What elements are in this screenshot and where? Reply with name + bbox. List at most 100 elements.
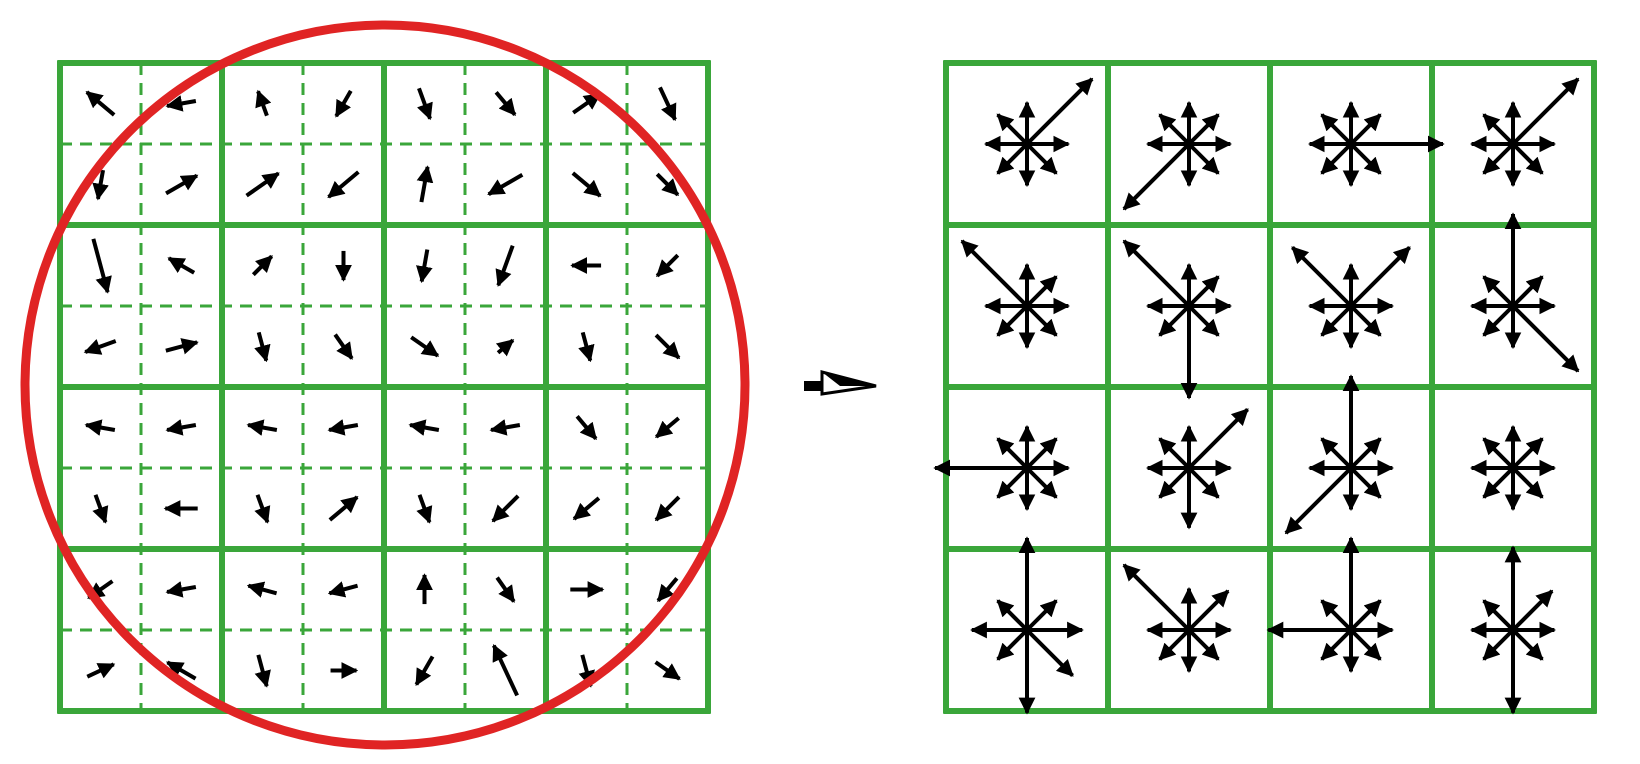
gradient-arrow [654, 333, 681, 360]
gradient-arrow [166, 660, 197, 681]
gradient-arrow [655, 416, 680, 439]
gradient-arrow [408, 419, 440, 436]
orientation-bin-arrow [1187, 589, 1230, 632]
gradient-arrow [254, 654, 271, 688]
orientation-bin-arrow [1187, 275, 1220, 308]
orientation-bin-arrow [1291, 246, 1353, 308]
gradient-arrow [327, 419, 359, 436]
orientation-bin-arrow [1482, 437, 1515, 470]
gradient-arrow [416, 165, 434, 203]
orientation-bin-arrow [1482, 304, 1515, 337]
orientation-bin-arrow [1025, 77, 1094, 146]
orientation-bin-arrow [1482, 275, 1515, 308]
gradient-arrow [655, 253, 680, 278]
orientation-bin-arrow [996, 599, 1029, 632]
orientation-bin-arrow [1320, 437, 1353, 470]
gradient-arrow [246, 419, 278, 436]
gradient-arrow [416, 249, 433, 284]
orientation-bin-arrow [1349, 304, 1382, 337]
orientation-bin-arrow [1349, 599, 1382, 632]
orientation-bin-arrow [1025, 437, 1058, 470]
orientation-bin-arrow [1511, 589, 1554, 632]
gradient-arrow [495, 576, 516, 603]
orientation-bin-arrow [1187, 142, 1220, 175]
gradient-arrow [495, 245, 515, 287]
orientation-bin-arrow [1511, 466, 1544, 499]
gradient-arrow [416, 494, 433, 524]
orientation-bin-arrow [1482, 142, 1515, 175]
orientation-bin-arrow [1158, 466, 1191, 499]
gradient-arrow [492, 644, 519, 697]
gradient-arrow [165, 95, 197, 112]
gaussian-window-circle [20, 20, 750, 750]
orientation-bin-arrow [1482, 113, 1515, 146]
gradient-arrow [246, 581, 278, 598]
gradient-arrow [165, 338, 199, 355]
gradient-arrow [658, 86, 677, 122]
orientation-bin-arrow [1025, 142, 1058, 175]
orientation-bin-arrow [1122, 239, 1191, 308]
orientation-bin-arrow [1482, 628, 1515, 661]
gradient-arrow [251, 254, 274, 277]
gradient-arrow [254, 494, 271, 524]
orientation-bin-arrow [996, 142, 1029, 175]
orientation-bin-arrow [1349, 246, 1411, 308]
gradient-arrow [571, 171, 602, 198]
orientation-bin-arrow [1158, 304, 1191, 337]
orientation-bin-arrow [1025, 304, 1058, 337]
gradient-arrow [495, 338, 515, 357]
orientation-bin-arrow [1511, 142, 1544, 175]
gradient-arrow [487, 173, 524, 196]
orientation-bin-arrow [996, 437, 1029, 470]
orientation-bin-arrow [996, 113, 1029, 146]
orientation-bin-arrow [1122, 142, 1191, 211]
gradient-arrow [578, 331, 595, 363]
orientation-bin-arrow [1187, 628, 1220, 661]
orientation-bin-arrow [1511, 437, 1544, 470]
gradient-arrow [654, 495, 681, 522]
gradient-arrow [414, 655, 435, 686]
gradient-arrow [92, 169, 109, 201]
orientation-bin-arrow [1025, 466, 1058, 499]
orientation-bin-arrow [1482, 599, 1515, 632]
gradient-arrow [91, 238, 112, 294]
orientation-bin-arrow [1187, 304, 1220, 337]
orientation-bin-arrow [1349, 113, 1382, 146]
orientation-bin-arrow [1158, 113, 1191, 146]
orientation-bin-arrow [996, 304, 1029, 337]
transform-arrow-icon [804, 370, 877, 396]
orientation-bin-arrow [1158, 628, 1191, 661]
orientation-bin-arrow [1511, 628, 1544, 661]
orientation-bin-arrow [1349, 437, 1382, 470]
orientation-bin-arrow [1349, 142, 1382, 175]
gradient-arrow [165, 581, 197, 598]
gradient-arrow [83, 338, 117, 355]
orientation-bin-arrow [1025, 275, 1058, 308]
gradient-arrow [327, 581, 359, 598]
orientation-bin-arrow [1025, 599, 1058, 632]
orientation-bin-arrow [1349, 628, 1382, 661]
gradient-arrow [410, 335, 440, 358]
orientation-bin-arrow [1320, 628, 1353, 661]
orientation-bin-arrow [1511, 304, 1580, 373]
gradient-arrow [489, 419, 521, 436]
gradient-arrow [494, 91, 517, 116]
orientation-bin-arrow [1320, 113, 1353, 146]
gradient-arrow [165, 173, 199, 196]
gradient-arrow [85, 90, 116, 117]
gradient-arrow [655, 172, 680, 197]
gradient-arrow [254, 331, 271, 363]
orientation-bin-arrow [1511, 275, 1544, 308]
gradient-arrow [165, 419, 197, 436]
gradient-arrow [245, 171, 280, 198]
gradient-arrow [327, 170, 360, 199]
gradient-arrow [654, 660, 681, 681]
gradient-arrow [334, 89, 353, 118]
gradient-arrow [572, 496, 601, 521]
gradient-arrow [86, 662, 116, 679]
gradient-arrow [333, 333, 354, 360]
gradient-arrow [416, 87, 433, 121]
orientation-bin-arrow [1320, 142, 1353, 175]
